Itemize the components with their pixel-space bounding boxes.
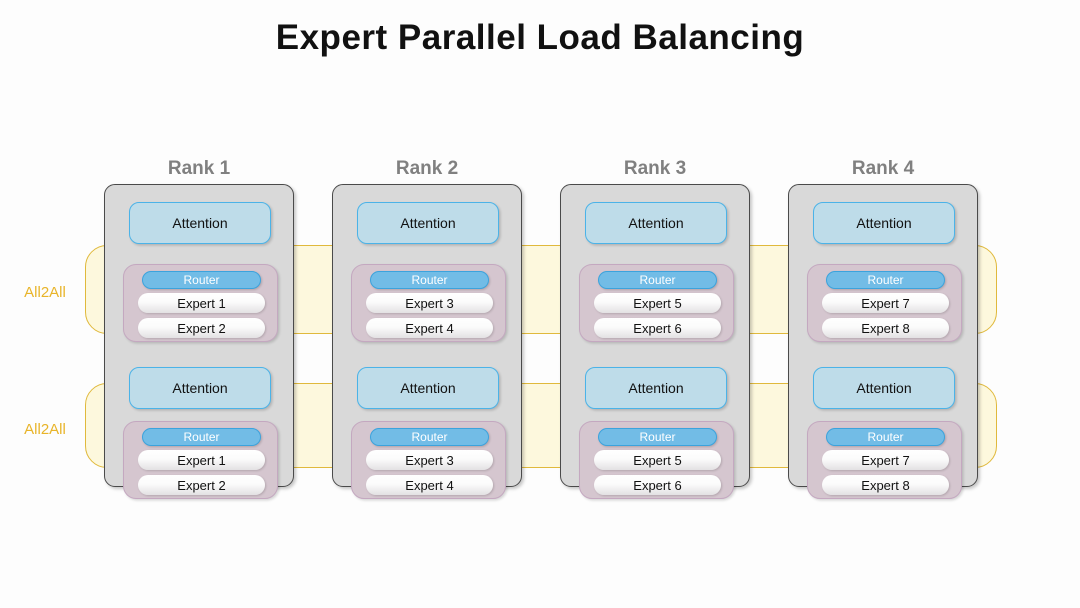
all2all-label-layer-1: All2All [24,284,66,301]
moe-group: Router Expert 7 Expert 8 [807,264,962,342]
moe-group: Router Expert 1 Expert 2 [123,421,278,499]
all2all-label-layer-2: All2All [24,421,66,438]
rank-label-3: Rank 3 [623,158,687,179]
router-block: Router [826,428,945,446]
rank-container-1: Attention Router Expert 1 Expert 2 Atten… [104,184,294,499]
expert-block: Expert 8 [822,475,949,495]
router-block: Router [598,428,717,446]
expert-block: Expert 4 [366,475,493,495]
expert-block: Expert 2 [138,475,265,495]
rank-label-1: Rank 1 [167,158,231,179]
router-block: Router [826,271,945,289]
expert-block: Expert 2 [138,318,265,338]
rank-column-2: Rank 2 Attention Router Expert 3 Expert … [332,158,522,499]
expert-block: Expert 7 [822,450,949,470]
rank-column-3: Rank 3 Attention Router Expert 5 Expert … [560,158,750,499]
moe-group: Router Expert 3 Expert 4 [351,264,506,342]
rank-label-2: Rank 2 [395,158,459,179]
attention-block: Attention [813,367,955,409]
rank-label-4: Rank 4 [851,158,915,179]
expert-block: Expert 3 [366,293,493,313]
rank-container-4: Attention Router Expert 7 Expert 8 Atten… [788,184,978,499]
rank-container-2: Attention Router Expert 3 Expert 4 Atten… [332,184,522,499]
attention-block: Attention [585,367,727,409]
rank-container-3: Attention Router Expert 5 Expert 6 Atten… [560,184,750,499]
moe-group: Router Expert 5 Expert 6 [579,264,734,342]
expert-block: Expert 6 [594,318,721,338]
attention-block: Attention [129,202,271,244]
moe-group: Router Expert 5 Expert 6 [579,421,734,499]
rank-column-1: Rank 1 Attention Router Expert 1 Expert … [104,158,294,499]
rank-column-4: Rank 4 Attention Router Expert 7 Expert … [788,158,978,499]
attention-block: Attention [129,367,271,409]
moe-group: Router Expert 1 Expert 2 [123,264,278,342]
router-block: Router [598,271,717,289]
expert-block: Expert 7 [822,293,949,313]
expert-block: Expert 8 [822,318,949,338]
router-block: Router [142,428,261,446]
attention-block: Attention [357,202,499,244]
expert-block: Expert 5 [594,450,721,470]
expert-block: Expert 4 [366,318,493,338]
attention-block: Attention [813,202,955,244]
expert-block: Expert 1 [138,450,265,470]
expert-block: Expert 6 [594,475,721,495]
expert-block: Expert 1 [138,293,265,313]
attention-block: Attention [357,367,499,409]
expert-block: Expert 3 [366,450,493,470]
page-title: Expert Parallel Load Balancing [275,18,805,57]
router-block: Router [142,271,261,289]
attention-block: Attention [585,202,727,244]
router-block: Router [370,428,489,446]
expert-block: Expert 5 [594,293,721,313]
moe-group: Router Expert 7 Expert 8 [807,421,962,499]
moe-group: Router Expert 3 Expert 4 [351,421,506,499]
router-block: Router [370,271,489,289]
